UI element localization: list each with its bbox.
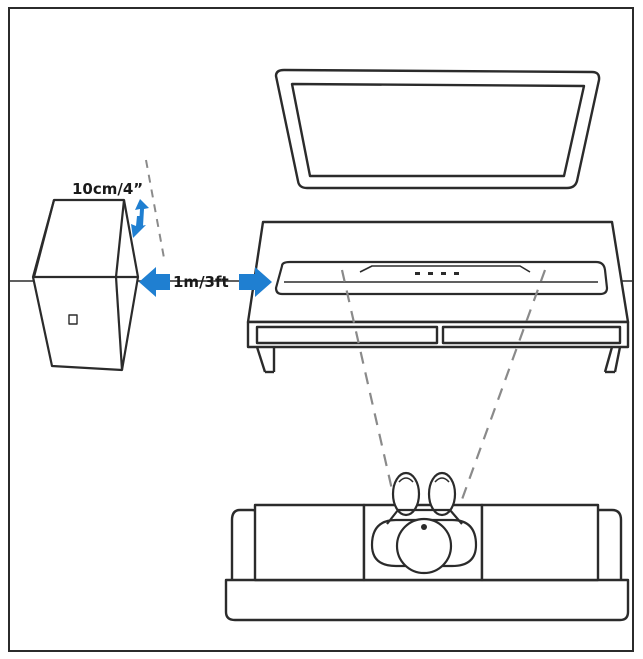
- subwoofer-icon: [31, 198, 140, 372]
- wall-distance-guide: [145, 159, 165, 259]
- wall-distance-label: 10cm/4”: [72, 180, 143, 198]
- listener-icon: [370, 471, 478, 575]
- tv-stand-icon: [246, 220, 630, 374]
- separation-arrows: [139, 267, 272, 297]
- separation-label: 1m/3ft: [173, 273, 229, 291]
- listening-lines: [340, 269, 547, 517]
- tv-icon: [274, 68, 601, 190]
- room-frame: [8, 7, 634, 652]
- soundbar-icon: [274, 260, 609, 296]
- double-arrow-icon: [131, 199, 149, 238]
